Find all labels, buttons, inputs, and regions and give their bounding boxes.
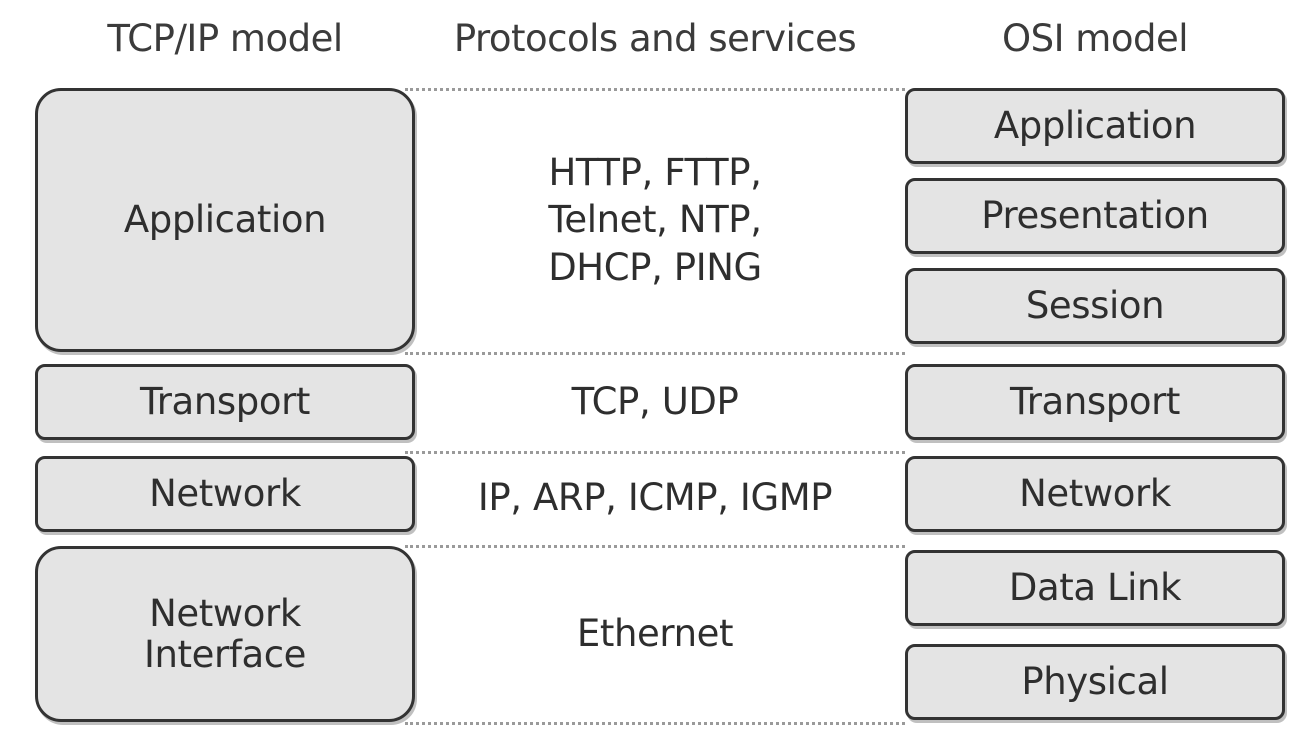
tcpip-layer-network[interactable]: Network [35, 456, 415, 532]
protocols-row-network-interface: Ethernet [405, 545, 905, 722]
protocols-row-network-label: IP, ARP, ICMP, IGMP [477, 476, 833, 520]
tcpip-layer-transport-label: Transport [139, 380, 311, 424]
tcpip-layer-application[interactable]: Application [35, 88, 415, 352]
osi-layer-application-label: Application [993, 104, 1197, 148]
tcpip-layer-network-interface-label: Network Interface [143, 591, 307, 676]
osi-layer-transport[interactable]: Transport [905, 364, 1285, 440]
osi-layer-presentation-label: Presentation [981, 194, 1209, 238]
row-divider-network [405, 545, 905, 548]
protocols-row-application: HTTP, FTTP, Telnet, NTP, DHCP, PING [405, 88, 905, 352]
row-divider-transport [405, 451, 905, 454]
osi-layer-presentation[interactable]: Presentation [905, 178, 1285, 254]
protocols-row-network: IP, ARP, ICMP, IGMP [405, 451, 905, 545]
column-header-tcpip: TCP/IP model [107, 17, 343, 60]
osi-layer-network-label: Network [1019, 472, 1171, 516]
osi-layer-transport-label: Transport [1009, 380, 1181, 424]
row-divider-top [405, 88, 905, 91]
tcpip-layer-network-label: Network [149, 472, 301, 516]
column-header-osi: OSI model [1002, 17, 1189, 60]
tcpip-layer-network-interface[interactable]: Network Interface [35, 546, 415, 722]
tcpip-layer-transport[interactable]: Transport [35, 364, 415, 440]
osi-layer-physical[interactable]: Physical [905, 644, 1285, 720]
tcpip-layer-application-label: Application [123, 198, 327, 242]
protocols-row-transport: TCP, UDP [405, 352, 905, 451]
osi-layer-network[interactable]: Network [905, 456, 1285, 532]
osi-layer-session[interactable]: Session [905, 268, 1285, 344]
protocols-row-application-label: HTTP, FTTP, Telnet, NTP, DHCP, PING [548, 150, 762, 289]
protocols-row-transport-label: TCP, UDP [571, 379, 739, 423]
osi-layer-physical-label: Physical [1021, 660, 1169, 704]
row-divider-application [405, 352, 905, 355]
osi-layer-session-label: Session [1025, 284, 1165, 328]
protocols-row-network-interface-label: Ethernet [576, 611, 734, 655]
column-header-protocols: Protocols and services [453, 17, 857, 60]
row-divider-bottom [405, 722, 905, 725]
osi-layer-application[interactable]: Application [905, 88, 1285, 164]
osi-layer-data-link[interactable]: Data Link [905, 550, 1285, 626]
osi-layer-data-link-label: Data Link [1008, 566, 1182, 610]
